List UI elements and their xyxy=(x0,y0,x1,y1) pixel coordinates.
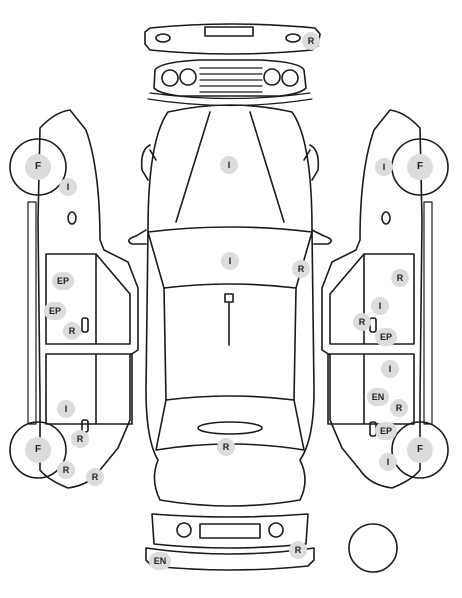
marker-left-rear-fender-2[interactable]: R xyxy=(86,468,104,486)
marker-windshield[interactable]: I xyxy=(221,252,239,270)
marker-right-rear-door-ep[interactable]: EP xyxy=(375,422,397,440)
marker-right-a-pillar[interactable]: R xyxy=(292,260,310,278)
marker-hood[interactable]: I xyxy=(220,156,238,174)
front-grille-part xyxy=(147,59,313,107)
marker-right-front-door-ep[interactable]: EP xyxy=(375,328,397,346)
car-body-top-view xyxy=(128,104,332,507)
marker-rear-bumper[interactable]: R xyxy=(289,541,307,559)
marker-left-front-door-1[interactable]: EP xyxy=(52,272,74,290)
marker-right-front-fender[interactable]: I xyxy=(375,158,393,176)
marker-right-rear-fender[interactable]: I xyxy=(379,453,397,471)
marker-left-rear-wheel[interactable]: F xyxy=(25,437,51,463)
marker-right-rear-door-r[interactable]: R xyxy=(390,399,408,417)
marker-left-front-handle[interactable]: R xyxy=(63,322,81,340)
rear-bumper-part xyxy=(145,513,315,571)
marker-right-front-wheel[interactable]: F xyxy=(407,154,433,180)
left-side-view xyxy=(9,109,139,489)
marker-left-front-door-2[interactable]: EP xyxy=(44,302,66,320)
marker-left-front-fender[interactable]: I xyxy=(59,178,77,196)
marker-right-front-handle[interactable]: R xyxy=(353,313,371,331)
marker-front-bumper[interactable]: R xyxy=(302,32,320,50)
right-side-view xyxy=(321,109,449,489)
front-bumper-part xyxy=(144,23,321,55)
marker-right-rear-wheel[interactable]: F xyxy=(407,437,433,463)
marker-rear-skirt[interactable]: EN xyxy=(149,552,171,570)
marker-left-front-wheel[interactable]: F xyxy=(25,154,51,180)
marker-left-rear-fender-1[interactable]: R xyxy=(57,461,75,479)
marker-right-front-door[interactable]: R xyxy=(391,269,409,287)
marker-left-rear-handle[interactable]: R xyxy=(71,430,89,448)
spare-wheel-circle xyxy=(348,523,398,573)
marker-right-front-door-i[interactable]: I xyxy=(371,297,389,315)
marker-right-rear-door[interactable]: I xyxy=(381,360,399,378)
marker-right-rear-door-en[interactable]: EN xyxy=(367,388,389,406)
marker-trunk[interactable]: R xyxy=(217,438,235,456)
marker-left-rear-door[interactable]: I xyxy=(57,400,75,418)
